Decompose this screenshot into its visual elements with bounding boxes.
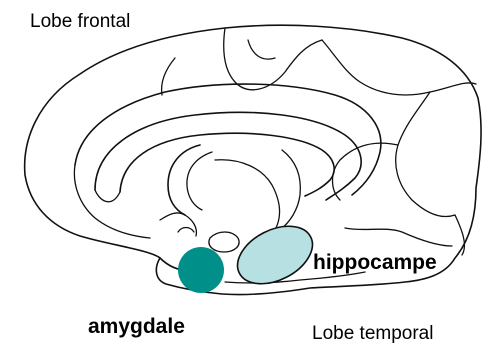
sulcus-line <box>396 92 455 217</box>
temporal-lobe-label: Lobe temporal <box>312 323 433 344</box>
amygdala-shape <box>178 247 224 293</box>
corpus-callosum-outline <box>95 190 120 202</box>
amygdala-label: amygdale <box>88 315 185 338</box>
fornix-outline <box>178 228 194 233</box>
sulcus-line <box>162 58 175 95</box>
corpus-callosum-outline <box>120 133 334 196</box>
thalamus-outline <box>215 160 279 228</box>
sulcus-line <box>322 40 476 95</box>
thalamus-outline <box>280 150 300 230</box>
frontal-lobe-label: Lobe frontal <box>30 11 130 32</box>
sulcus-line <box>345 228 452 246</box>
small-structure-outline <box>209 232 239 252</box>
fornix-outline <box>187 152 212 210</box>
sulcus-line <box>455 215 464 255</box>
sulcus-line <box>248 40 275 59</box>
sulcus-line <box>333 143 399 200</box>
hippocampus-label: hippocampe <box>313 251 437 274</box>
cingulate-gyrus-outline <box>75 84 381 195</box>
